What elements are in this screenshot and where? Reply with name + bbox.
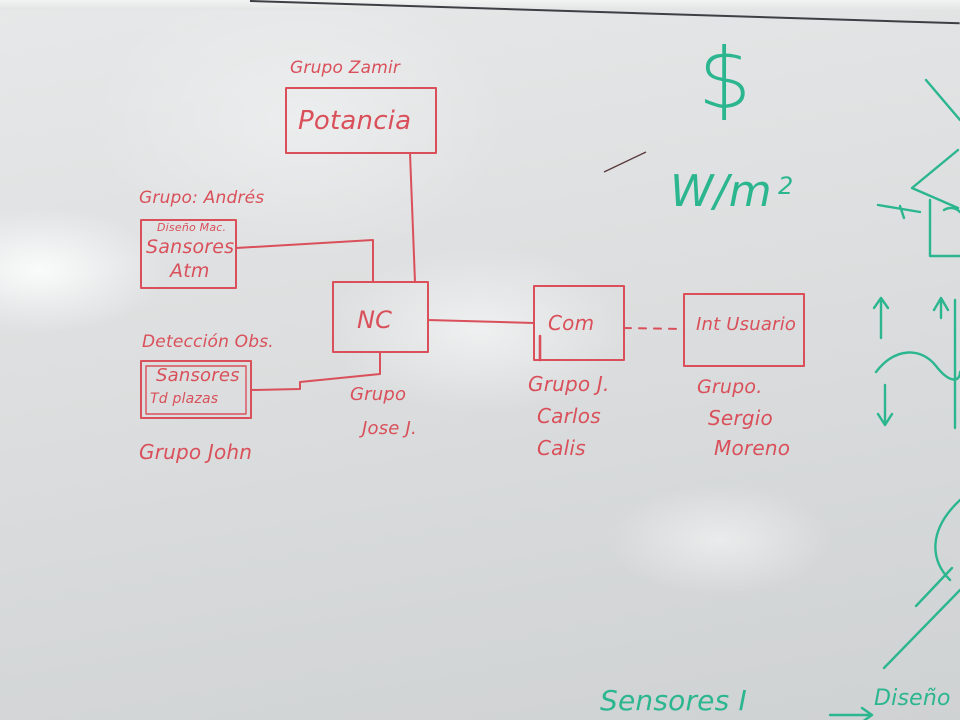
int-usuario-group-line-1: Grupo. <box>697 376 763 398</box>
sensores-atm-line-1: Sansores <box>146 236 235 258</box>
units-exponent: 2 <box>778 172 794 200</box>
group-andres-label: Grupo: Andrés <box>139 188 265 208</box>
sensores-plazas-line-2: Td plazas <box>150 391 219 407</box>
group-john-label: Grupo John <box>139 440 253 464</box>
connector-plazas-nc <box>250 351 381 391</box>
connector-nc-com <box>427 319 535 324</box>
nc-group-line-2: Jose J. <box>362 418 417 439</box>
diagonal-lines <box>882 498 960 670</box>
arrow-up-left <box>872 296 890 340</box>
potencia-box <box>285 87 437 154</box>
house-sketch <box>876 78 960 258</box>
whiteboard-frame <box>0 0 960 10</box>
sensores-atm-box <box>140 219 237 289</box>
wave-sketch <box>874 351 960 381</box>
com-label: Com <box>548 311 595 335</box>
connector-com-interface <box>623 327 685 330</box>
deteccion-obs-label: Detección Obs. <box>142 332 274 352</box>
com-group-line-3: Calis <box>537 436 586 460</box>
group-zamir-label: Grupo Zamir <box>290 58 401 78</box>
stray-mark <box>603 151 647 173</box>
nc-label: NC <box>357 306 393 334</box>
connector-atm-nc <box>235 239 374 283</box>
int-usuario-label: Int Usuario <box>696 314 797 335</box>
bottom-right-note: Diseño <box>874 686 951 711</box>
int-usuario-box <box>683 293 805 367</box>
bottom-arrow <box>828 706 874 720</box>
sensores-plazas-line-1: Sansores <box>156 365 240 386</box>
bottom-left-note: Sensores I <box>600 684 747 717</box>
diseno-mac-label: Diseño Mac. <box>157 221 227 234</box>
dollar-sign: $ <box>698 30 752 128</box>
arrow-down <box>876 383 894 427</box>
arrow-up-right <box>932 296 957 430</box>
nc-group-line-1: Grupo <box>350 384 407 405</box>
com-group-line-2: Carlos <box>537 404 601 428</box>
potencia-label: Potancia <box>298 106 412 136</box>
units-label: W/m <box>670 166 772 217</box>
plazas-inner-box <box>145 365 247 415</box>
connector-potencia-nc <box>409 152 416 283</box>
int-usuario-group-line-2: Sergio <box>708 406 773 430</box>
int-usuario-group-line-3: Moreno <box>714 436 791 460</box>
com-group-line-1: Grupo J. <box>528 372 610 396</box>
sensores-atm-line-2: Atm <box>170 260 210 282</box>
